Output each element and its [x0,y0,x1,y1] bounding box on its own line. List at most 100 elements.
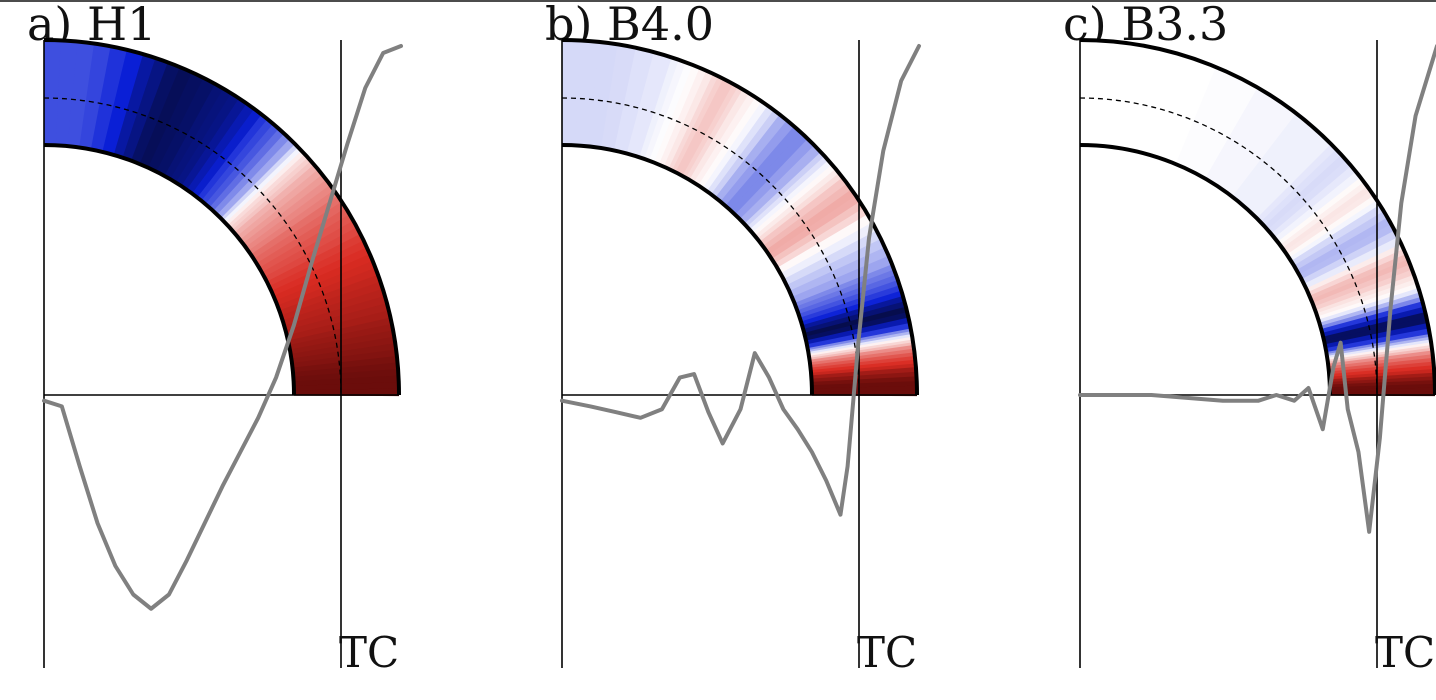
field-segment [771,201,865,264]
field-segment [90,46,128,153]
field-segment [757,173,844,243]
field-segment [808,336,913,357]
field-segment [810,352,915,369]
field-segment [197,114,269,202]
field-segment [588,41,619,149]
field-segment [1299,223,1396,280]
field-segment [1309,254,1409,301]
field-segment [175,93,240,187]
field-segment [682,83,739,179]
field-segment [1270,165,1357,239]
field-segment [213,133,291,216]
field-segment [290,336,396,360]
field-segment [811,371,917,383]
field-segment [266,233,365,287]
inner-boundary [1079,143,1332,396]
inner-boundary [561,143,814,396]
field-segment [1319,292,1422,327]
field-segment [798,280,900,319]
field-segment [1279,181,1368,249]
field-segment [663,70,715,170]
field-segment [811,367,917,380]
field-segment [229,157,312,231]
tc-label: TC [857,628,917,677]
field-segment [1326,336,1431,357]
field-segment [1256,143,1337,223]
field-segment [1326,333,1431,355]
field-segment [209,128,286,212]
field-segment [754,168,840,240]
field-segment [1274,171,1362,243]
profile-curve [560,44,921,517]
field-segment [693,93,757,186]
field-segment [289,330,395,355]
field-segment [639,57,680,160]
field-segment [644,59,687,161]
field-segment [794,264,895,308]
field-segment [231,160,315,234]
field-segment [227,154,309,229]
field-segment [762,183,853,251]
field-segment [744,151,826,228]
field-segment [205,123,280,208]
field-segment [685,86,744,181]
field-segment [1310,259,1411,304]
field-segment [102,49,145,156]
field-segment [1327,347,1433,365]
field-segment [809,342,914,361]
field-segment [654,64,701,165]
field-segment [291,343,397,364]
field-segment [1315,274,1416,315]
field-segment [752,164,837,237]
field-segment [287,317,393,346]
field-segment [1284,190,1375,256]
field-segment [284,295,388,332]
field-segment [201,119,274,205]
field-segment [1323,312,1427,342]
field-segment [1322,306,1426,338]
field-segment [139,67,193,169]
field-segment [1327,344,1432,363]
tc-label: TC [1375,628,1435,677]
field-segment [805,312,909,342]
field-segment [774,207,869,269]
field-segment [1329,369,1435,381]
field-segment [678,81,734,177]
field-segment [706,105,775,195]
field-segment [67,41,96,148]
field-segment [1320,296,1423,330]
field-segment [780,222,878,280]
profile-curve [42,44,403,611]
field-segment [156,77,216,177]
field-segment [223,147,303,224]
field-segment [1318,287,1421,324]
field-segment [122,57,169,161]
field-segment [217,138,296,219]
field-segment [649,62,694,163]
field-segment [186,103,256,194]
field-segment [802,295,905,330]
field-segment [689,89,751,183]
field-segment [804,306,908,338]
field-segment [1288,200,1381,262]
field-segment [1232,113,1332,219]
field-segment [220,143,300,222]
field-segment [291,349,397,369]
field-segment [810,356,916,371]
field-segment [1326,339,1432,359]
field-segment [711,109,781,198]
field-segment [730,132,809,216]
field-segment [1321,301,1425,334]
field-segment [259,214,354,273]
field-segment [675,78,730,175]
field-segment [808,333,913,355]
field-segment [248,190,339,256]
field-segment [1301,230,1399,285]
field-segment [808,339,914,359]
field-segment [626,52,673,158]
field-segment [768,195,861,260]
field-segment [786,238,886,292]
field-segment [749,160,833,234]
